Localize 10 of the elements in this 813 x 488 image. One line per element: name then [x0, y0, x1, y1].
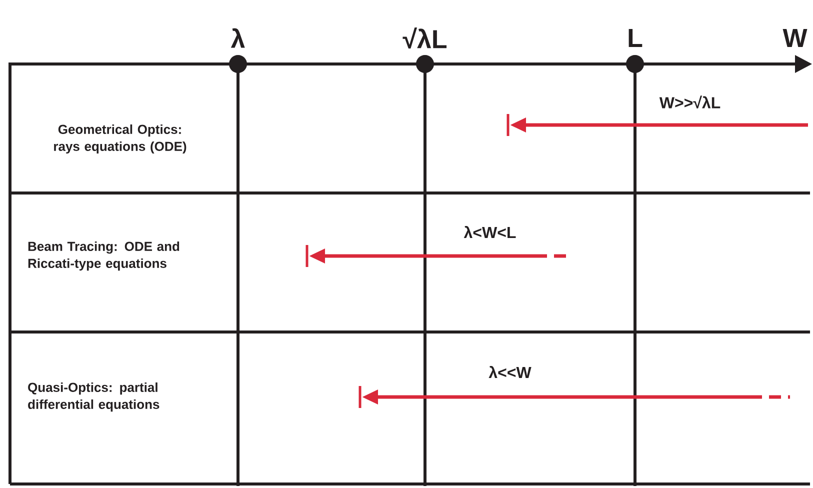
axis-label: λ — [230, 28, 245, 48]
row-label: Geometrical Optics: rays equations (ODE) — [54, 124, 186, 154]
row-label: Quasi-Optics: partial differential equations — [28, 382, 160, 412]
axis-label: √λL — [402, 28, 447, 48]
range-label: λ<W<L — [464, 226, 516, 238]
row-label: Beam Tracing: ODE and Riccati-type equations — [28, 241, 180, 271]
range-label: W>>√λL — [659, 96, 720, 108]
range-label: λ<<W — [488, 366, 532, 378]
axis-label: W — [782, 29, 808, 47]
axis-label: L — [628, 29, 642, 47]
